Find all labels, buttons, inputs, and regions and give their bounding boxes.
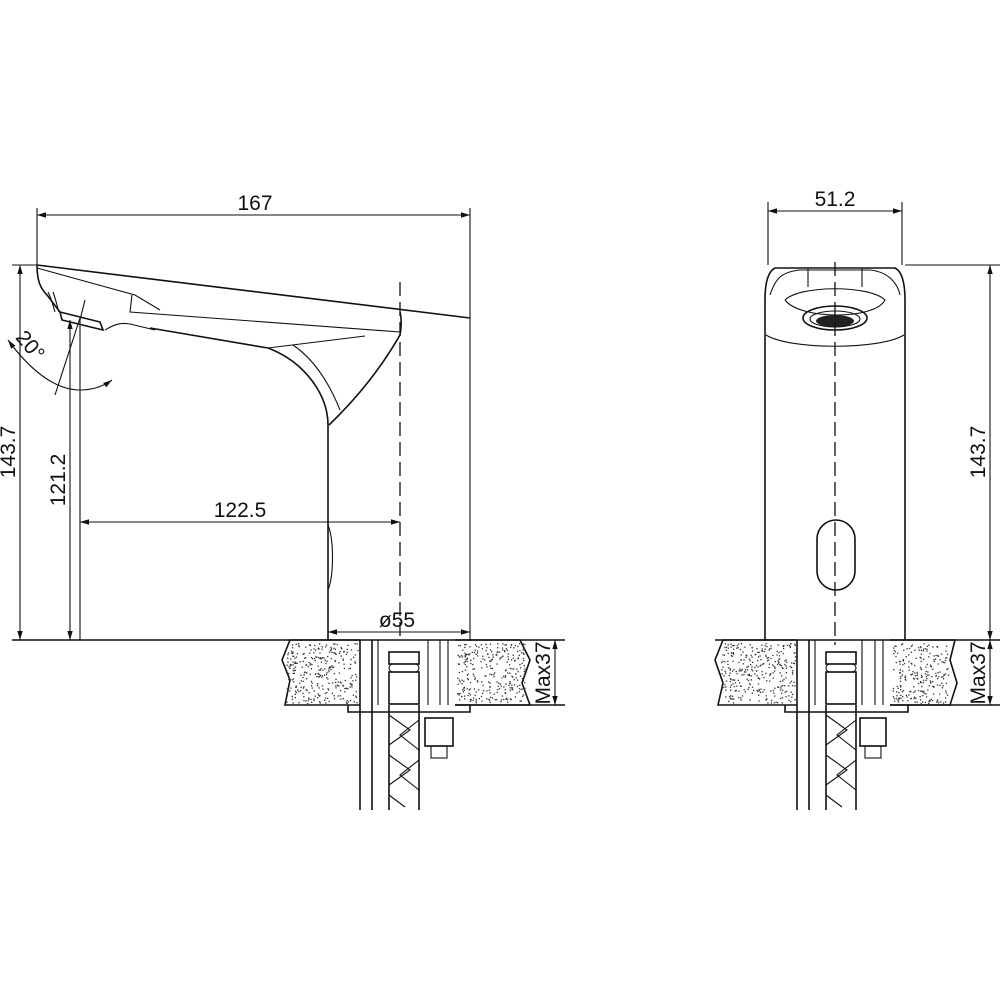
dimension-max-thickness-front: Max37 — [967, 641, 990, 704]
dimension-overall-height-side: 143.7 — [0, 426, 20, 479]
stone-texture — [892, 643, 950, 705]
faucet-side-outline — [36, 264, 471, 640]
dimension-body-width: 51.2 — [815, 188, 856, 211]
stone-texture — [721, 643, 797, 704]
dimension-overall-height-front: 143.7 — [967, 426, 990, 479]
front-view: 51.2 143.7 M — [714, 188, 1000, 810]
dimension-overall-length: 167 — [237, 192, 272, 215]
mounting-hardware-front — [784, 640, 909, 810]
dimension-sensor-angle: 20° — [11, 326, 49, 365]
countertop-section-front — [714, 639, 1000, 706]
countertop-section — [281, 639, 565, 706]
sensor-window — [816, 519, 856, 591]
dimension-base-diameter: ø55 — [379, 609, 415, 632]
dimension-spout-height: 121.2 — [47, 454, 70, 507]
mounting-hardware — [347, 640, 471, 810]
dimension-max-thickness-side: Max37 — [532, 641, 555, 704]
stone-texture — [286, 643, 359, 705]
side-view: 167 143.7 121.2 20° 122.5 ø55 — [0, 192, 565, 810]
dimension-spout-reach: 122.5 — [214, 499, 267, 522]
stone-texture — [457, 643, 526, 704]
